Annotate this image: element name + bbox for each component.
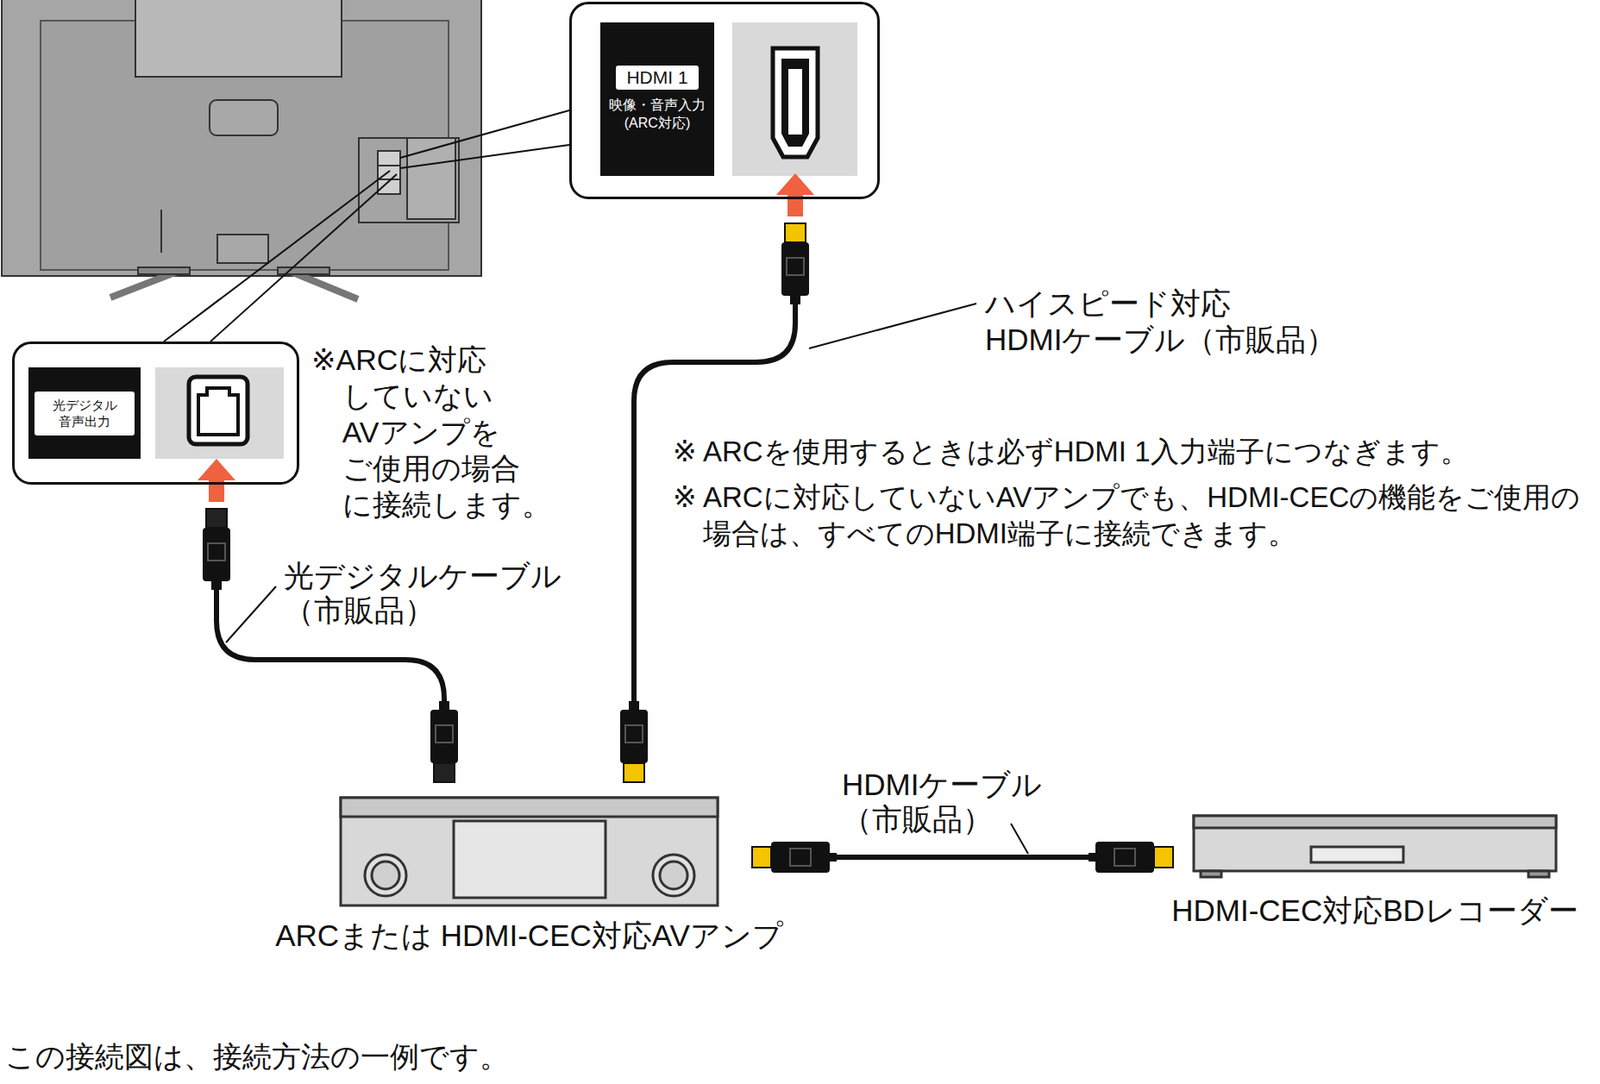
av-amplifier <box>652 854 695 897</box>
note-text: ※ ARCに対応していないAVアンプでも、HDMI-CECの機能をご使用の場合は… <box>672 479 1592 553</box>
av-amplifier <box>340 797 718 817</box>
optical-port-symbol <box>188 376 248 445</box>
terminal-label: HDMI 1 映像・音声入力 (ARC対応) <box>600 22 715 176</box>
tv-back <box>138 267 190 275</box>
plug-tip <box>1154 847 1174 868</box>
callout-ground <box>155 367 284 459</box>
plug-neck <box>1088 853 1096 862</box>
hdmi-port-symbol <box>772 48 818 157</box>
tv-back <box>209 100 278 136</box>
tv-back <box>377 178 401 181</box>
tv-back <box>358 138 459 223</box>
plug-grip <box>1114 848 1136 866</box>
av-amplifier <box>340 797 718 906</box>
bd-recorder <box>1528 871 1550 878</box>
note-text: ※ ARCを使用するときは必ずHDMI 1入力端子につなぎます。 <box>672 433 1592 471</box>
leader-line <box>1010 823 1029 854</box>
plug-tip <box>623 763 645 783</box>
plug-neck <box>829 853 837 862</box>
tv-back <box>135 0 342 77</box>
leader-line <box>809 303 977 349</box>
hdmi-port-symbol <box>788 69 803 135</box>
bd-recorder <box>1193 815 1557 872</box>
tv-back <box>1 0 482 277</box>
plug-body <box>202 527 231 582</box>
plug-grip <box>435 725 453 743</box>
note-text: ※ARCに対応 していない AVアンプを ご使用の場合 に接続します。 <box>311 341 555 523</box>
callout-leader <box>400 144 570 169</box>
leader-line <box>225 586 277 643</box>
terminal-name: HDMI 1 <box>615 65 698 90</box>
callout-leader <box>163 170 390 342</box>
plug-tip <box>433 763 455 783</box>
optical-port-symbol <box>188 376 248 445</box>
callout-leader <box>163 110 570 342</box>
av-amplifier <box>659 861 688 890</box>
tv-back <box>160 209 163 253</box>
plug-tip <box>752 847 772 868</box>
tv-back <box>377 164 401 167</box>
terminal-label: 光デジタル 音声出力 <box>28 367 141 459</box>
terminal-callout: 光デジタル 音声出力 <box>12 341 300 485</box>
tv-back <box>217 234 269 264</box>
arrow-head <box>776 173 815 217</box>
hdmi-port-symbol <box>781 58 810 147</box>
device-box: ARCまたは HDMI-CEC対応AVアンプ <box>340 797 718 906</box>
cable-label: 光デジタルケーブル （市販品） <box>283 558 569 628</box>
plug-body <box>430 709 459 764</box>
plug-body <box>771 841 830 873</box>
callout-ground <box>12 341 300 485</box>
cable-label: ハイスピード対応 HDMIケーブル（市販品） <box>985 285 1391 358</box>
callout-leader <box>210 174 397 342</box>
cable <box>836 854 1089 860</box>
plug-tip <box>784 223 806 243</box>
terminal-name: 光デジタル 音声出力 <box>34 391 135 436</box>
hdmi-port-symbol <box>772 48 818 157</box>
device-label: HDMI-CEC対応BDレコーダー <box>1171 892 1579 929</box>
av-amplifier <box>364 854 407 897</box>
terminal-description: 映像・音声入力 (ARC対応) <box>605 96 710 133</box>
plug-grip <box>207 543 226 561</box>
plug-grip <box>790 848 811 866</box>
av-amplifier <box>453 821 606 898</box>
plug-body <box>781 242 810 296</box>
device-label: ARCまたは HDMI-CEC対応AVアンプ <box>275 917 784 954</box>
bd-recorder <box>1193 815 1557 878</box>
tv-back <box>1 0 482 300</box>
optical-port-symbol <box>198 388 239 435</box>
callout-leader <box>400 110 570 158</box>
bd-recorder <box>1200 871 1222 878</box>
caption: この接続図は、接続方法の一例です。 <box>5 1039 509 1075</box>
plug-tip <box>206 508 227 528</box>
cable-label: HDMIケーブル （市販品） <box>841 767 1088 837</box>
bd-recorder <box>1193 815 1557 829</box>
bd-recorder <box>1311 847 1404 863</box>
callout-ground <box>732 22 858 176</box>
plug-grip <box>786 257 804 276</box>
plug-neck <box>628 701 640 710</box>
av-amplifier <box>371 861 400 890</box>
arrow-head <box>197 458 236 502</box>
device-box: HDMI-CEC対応BDレコーダー <box>1193 815 1557 878</box>
tv-back <box>407 138 456 220</box>
plug-neck <box>790 295 801 305</box>
plug-body <box>1095 841 1155 873</box>
plug-neck <box>211 581 222 590</box>
terminal-callout: HDMI 1 映像・音声入力 (ARC対応) <box>569 1 880 200</box>
callout-ground <box>569 1 880 200</box>
plug-body <box>620 709 648 764</box>
plug-grip <box>625 725 643 743</box>
plug-neck <box>439 701 450 710</box>
av-amplifier <box>340 797 718 906</box>
